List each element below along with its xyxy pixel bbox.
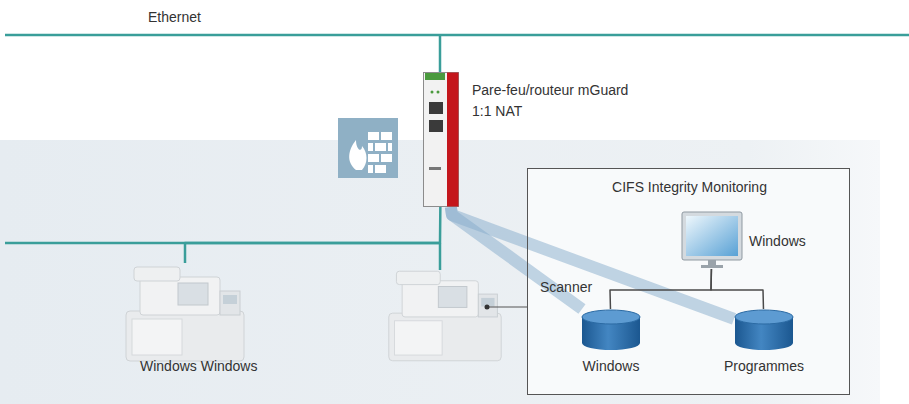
- leader-line: [487, 306, 527, 307]
- device-label: Pare-feu/routeur mGuard: [472, 82, 702, 99]
- wire-connector: [185, 207, 440, 263]
- brick: [375, 143, 386, 151]
- machine-shape: [122, 263, 248, 365]
- tree-connector: [711, 269, 763, 309]
- tree-connector: [610, 269, 711, 309]
- data-store-shape: [581, 309, 641, 351]
- ethernet-line: [5, 34, 909, 37]
- machine: Windows Windows: [122, 263, 248, 365]
- workstation-label: Windows: [749, 233, 839, 250]
- brick: [381, 154, 392, 162]
- machine-illustration: [126, 267, 244, 361]
- workstation-shape: [681, 211, 743, 269]
- data-store: Windows: [581, 309, 641, 351]
- workstation-illustration: [682, 212, 742, 268]
- store-label: Programmes: [704, 358, 824, 375]
- data-store-shape: [734, 309, 794, 351]
- brick: [368, 143, 373, 151]
- internal-drop: [439, 243, 442, 270]
- leader-dot: [485, 305, 490, 310]
- data-store-illustration: [582, 310, 640, 350]
- firewall-router-illustration: [424, 73, 459, 207]
- firewall-router: Pare-feu/routeur mGuard1:1 NAT: [423, 72, 459, 207]
- nat-label: 1:1 NAT: [472, 103, 592, 120]
- machine-label: Windows Windows: [140, 358, 330, 375]
- edge-label: Scanner: [540, 279, 592, 296]
- machine-illustration: [389, 271, 501, 361]
- firewall-icon: [338, 118, 398, 178]
- brick: [368, 132, 379, 140]
- network-label: Ethernet: [148, 9, 268, 26]
- box-title: CIFS Integrity Monitoring: [528, 179, 851, 196]
- firewall-router-shape: [423, 72, 459, 207]
- workstation: Windows: [681, 211, 743, 269]
- brick: [368, 165, 373, 173]
- data-store: Programmes: [734, 309, 794, 351]
- ethernet-drop: [439, 35, 442, 72]
- brick: [375, 165, 386, 173]
- brick: [388, 143, 392, 151]
- store-label: Windows: [551, 358, 671, 375]
- brick: [381, 132, 392, 140]
- brick: [368, 154, 379, 162]
- box-fill: [527, 168, 850, 395]
- data-store-illustration: [735, 310, 793, 350]
- flame-symbol: [349, 140, 366, 170]
